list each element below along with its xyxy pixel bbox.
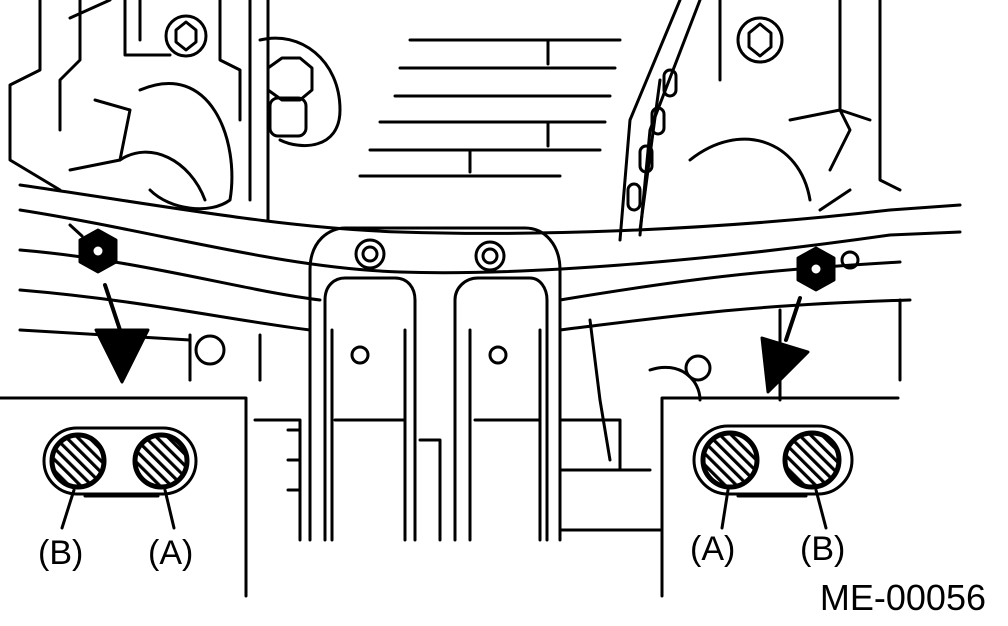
right-nut [796,246,860,292]
right-slots [626,68,678,212]
pitching-stopper-bracket [308,226,562,542]
right-label-a: (A) [690,530,736,568]
right-upper-bolt [736,16,784,64]
left-label-b: (B) [38,534,84,572]
front-crossmember [18,183,962,402]
figure-code: ME-00056 [819,577,986,618]
left-nut [68,223,118,274]
oil-pan-ribs [358,38,622,178]
left-upper-bolt [164,14,208,58]
left-arrow [94,283,150,384]
left-label-a: (A) [148,534,194,572]
right-detail-box [660,396,900,598]
right-label-b: (B) [800,530,846,568]
lower-structure [188,318,712,542]
left-engine-block [8,0,342,222]
left-mount-bolt [266,56,314,138]
right-engine-block [618,0,902,242]
left-detail-box [0,396,248,598]
right-arrow [760,296,810,394]
